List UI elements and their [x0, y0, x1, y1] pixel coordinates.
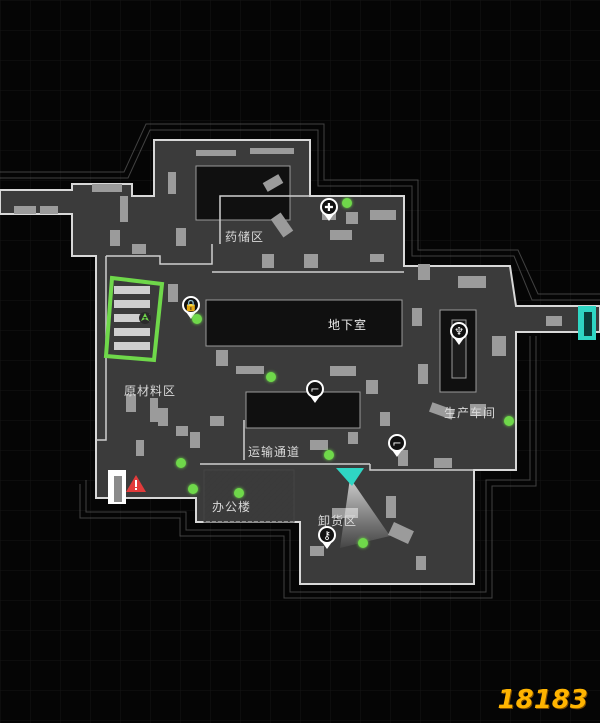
loot-dot[interactable]	[188, 484, 198, 494]
floor-plan	[0, 139, 600, 585]
loot-dot[interactable]	[358, 538, 368, 548]
inner-rooms	[195, 165, 477, 429]
site-watermark-logo: 18183	[497, 685, 588, 715]
medical-cross-icon[interactable]: ✚	[320, 198, 338, 216]
lock-icon[interactable]: 🔒	[182, 296, 200, 314]
hazard-warning-icon[interactable]	[126, 475, 146, 492]
raw-material-highlight[interactable]	[103, 275, 165, 363]
pistol-icon[interactable]: ⌐	[388, 434, 406, 452]
loot-dot[interactable]	[342, 198, 352, 208]
loot-dot[interactable]	[234, 488, 244, 498]
loot-dot[interactable]	[266, 372, 276, 382]
exit-door-right[interactable]	[578, 306, 596, 340]
production-device-icon[interactable]: ♆	[450, 322, 468, 340]
office-block	[203, 469, 295, 523]
player-marker[interactable]	[336, 468, 364, 486]
unloading-beam	[336, 468, 390, 548]
loot-dot[interactable]	[324, 450, 334, 460]
outline-halo	[0, 123, 600, 599]
radiation-icon	[139, 312, 151, 324]
loot-dot[interactable]	[176, 458, 186, 468]
loot-dot[interactable]	[504, 416, 514, 426]
key-icon[interactable]: ⚷	[318, 526, 336, 544]
walls	[96, 195, 474, 471]
pistol-icon[interactable]: ⌐	[306, 380, 324, 398]
exit-door-left[interactable]	[108, 470, 126, 504]
raw-material-racks[interactable]	[103, 275, 165, 363]
loot-dot[interactable]	[192, 314, 202, 324]
